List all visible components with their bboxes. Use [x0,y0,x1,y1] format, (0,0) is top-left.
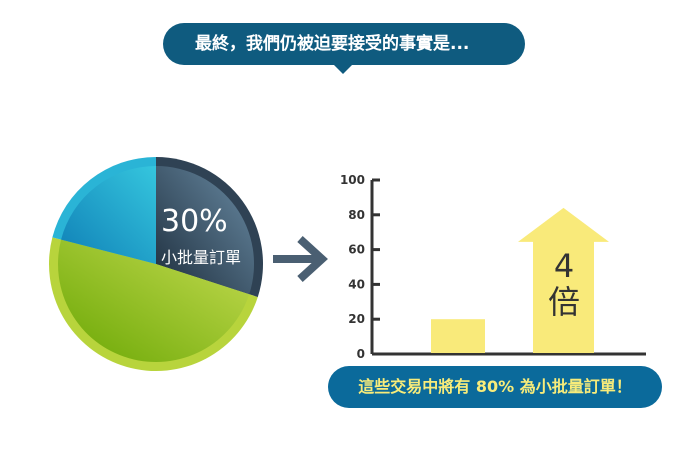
y-tick-label: 100 [340,173,365,187]
bar-chart: 0 20 40 60 80 100 [340,173,646,361]
multiplier-unit: 倍 [547,283,580,321]
multiplier-number: 4 [553,247,575,285]
header-bubble: 最終，我們仍被迫要接受的事實是... [163,23,525,65]
pie-percent-label: 30% [161,204,228,239]
bar-growth-arrow [518,207,609,353]
pie-slice-green-inner [58,239,250,362]
y-tick-label: 60 [348,243,365,257]
pie-slice-small-orders-inner [156,166,254,295]
y-tick-label: 40 [348,277,365,291]
y-tick-label: 20 [348,312,365,326]
pie-slice-label: 小批量訂單 [161,248,242,267]
y-tick-label: 0 [357,347,365,361]
pie-chart [49,157,263,371]
footer-pill: 這些交易中將有 80% 為小批量訂單！ [328,366,662,408]
right-arrow-icon [273,236,328,282]
y-tick-label: 80 [348,208,365,222]
bubble-tail [333,64,353,74]
bar-current [431,319,485,353]
footer-text: 這些交易中將有 80% 為小批量訂單！ [358,377,632,396]
pie-slice-blue-inner [61,165,156,264]
header-text: 最終，我們仍被迫要接受的事實是... [195,34,470,54]
